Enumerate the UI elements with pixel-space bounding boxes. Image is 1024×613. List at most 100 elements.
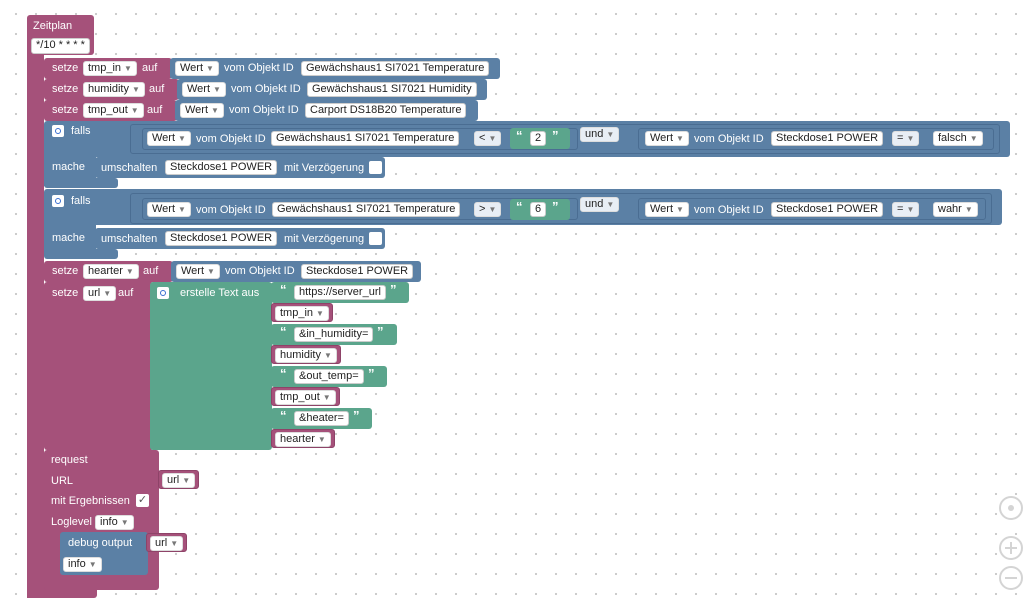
- variable-block[interactable]: hearter▼: [271, 429, 335, 448]
- operator-dropdown[interactable]: >▼: [474, 202, 502, 217]
- text-literal-field[interactable]: https://server_url: [294, 285, 386, 300]
- quote-icon: ”: [353, 408, 360, 423]
- operator-dropdown[interactable]: =▼: [892, 131, 920, 146]
- mutator-gear-icon[interactable]: [157, 287, 169, 299]
- number-field[interactable]: 6: [530, 202, 547, 217]
- variable-dropdown[interactable]: hearter▼: [275, 432, 331, 447]
- operator-dropdown[interactable]: =▼: [892, 202, 920, 217]
- request-label: request: [51, 454, 88, 466]
- mutator-gear-icon[interactable]: [52, 195, 64, 207]
- to-label: auf: [118, 287, 134, 299]
- variable-block[interactable]: tmp_in▼: [271, 303, 333, 322]
- variable-block[interactable]: tmp_out▼: [271, 387, 340, 406]
- attribute-dropdown[interactable]: Wert▼: [182, 82, 226, 97]
- text-literal-field[interactable]: &in_humidity=: [294, 327, 374, 342]
- attribute-dropdown[interactable]: Wert▼: [175, 61, 219, 76]
- attribute-dropdown[interactable]: Wert▼: [147, 202, 191, 217]
- variable-dropdown[interactable]: tmp_in▼: [275, 306, 329, 321]
- object-id-field[interactable]: Carport DS18B20 Temperature: [305, 103, 467, 118]
- set-variable-block[interactable]: [44, 282, 154, 450]
- object-id-label: vom Objekt ID: [694, 204, 764, 216]
- variable-dropdown[interactable]: hearter▼: [83, 264, 139, 279]
- quote-icon: “: [280, 282, 287, 297]
- object-id-field[interactable]: Gewächshaus1 SI7021 Temperature: [272, 202, 461, 217]
- logic-operator-dropdown[interactable]: und▼: [580, 127, 620, 142]
- to-label: auf: [149, 83, 165, 95]
- to-label: auf: [147, 104, 163, 116]
- schedule-spine: [27, 50, 44, 598]
- quote-icon: “: [280, 408, 287, 423]
- variable-dropdown[interactable]: url▼: [83, 286, 117, 301]
- variable-block[interactable]: url▼: [146, 533, 188, 552]
- object-id-field[interactable]: Gewächshaus1 SI7021 Humidity: [307, 82, 477, 97]
- attribute-dropdown[interactable]: Wert▼: [147, 131, 191, 146]
- object-id-label: vom Objekt ID: [196, 204, 266, 216]
- loglevel-dropdown[interactable]: info▼: [95, 515, 134, 530]
- object-id-field[interactable]: Steckdose1 POWER: [771, 202, 884, 217]
- recenter-icon[interactable]: [999, 496, 1023, 520]
- text-literal-field[interactable]: &out_temp=: [294, 369, 364, 384]
- with-results-label: mit Ergebnissen: [51, 495, 130, 507]
- attribute-dropdown[interactable]: Wert▼: [180, 103, 224, 118]
- object-id-label: vom Objekt ID: [196, 133, 266, 145]
- with-results-checkbox[interactable]: ✓: [136, 494, 149, 507]
- to-label: auf: [143, 265, 159, 277]
- schedule-title: Zeitplan: [33, 20, 73, 32]
- object-id-label: vom Objekt ID: [225, 265, 295, 277]
- variable-dropdown[interactable]: humidity▼: [83, 82, 145, 97]
- quote-icon: “: [280, 324, 287, 339]
- object-id-label: vom Objekt ID: [231, 83, 301, 95]
- object-id-label: vom Objekt ID: [694, 133, 764, 145]
- variable-dropdown[interactable]: humidity▼: [275, 348, 337, 363]
- quote-icon: “: [516, 199, 523, 214]
- object-id-field[interactable]: Steckdose1 POWER: [771, 131, 884, 146]
- variable-dropdown[interactable]: tmp_in▼: [83, 61, 137, 76]
- quote-icon: ”: [390, 282, 397, 297]
- zoom-in-icon[interactable]: [999, 536, 1023, 560]
- delay-label: mit Verzögerung: [284, 162, 365, 174]
- attribute-dropdown[interactable]: Wert▼: [645, 202, 689, 217]
- variable-dropdown[interactable]: url▼: [150, 536, 184, 551]
- delay-checkbox[interactable]: [369, 161, 382, 174]
- quote-icon: ”: [377, 324, 384, 339]
- quote-icon: “: [280, 366, 287, 381]
- text-join-block[interactable]: [150, 282, 272, 450]
- url-label: URL: [51, 475, 74, 487]
- variable-block[interactable]: url▼: [158, 470, 200, 489]
- object-id-field[interactable]: Steckdose1 POWER: [165, 160, 278, 175]
- cron-field[interactable]: */10 * * * *: [31, 38, 90, 54]
- set-label: setze: [52, 104, 79, 116]
- do-label: mache: [52, 161, 86, 173]
- text-literal-field[interactable]: &heater=: [294, 411, 349, 426]
- object-id-field[interactable]: Gewächshaus1 SI7021 Temperature: [301, 61, 490, 76]
- operator-dropdown[interactable]: <▼: [474, 131, 502, 146]
- object-id-label: vom Objekt ID: [224, 62, 294, 74]
- set-label: setze: [52, 83, 79, 95]
- object-id-field[interactable]: Steckdose1 POWER: [301, 264, 414, 279]
- debug-level-dropdown[interactable]: info▼: [63, 557, 102, 572]
- object-id-label: vom Objekt ID: [229, 104, 299, 116]
- boolean-dropdown[interactable]: falsch▼: [933, 131, 983, 146]
- object-id-field[interactable]: Steckdose1 POWER: [165, 231, 278, 246]
- variable-dropdown[interactable]: tmp_out▼: [275, 390, 336, 405]
- debug-output-label: debug output: [68, 537, 133, 549]
- attribute-dropdown[interactable]: Wert▼: [176, 264, 220, 279]
- quote-icon: ”: [552, 128, 559, 143]
- attribute-dropdown[interactable]: Wert▼: [645, 131, 689, 146]
- quote-icon: “: [516, 128, 523, 143]
- boolean-dropdown[interactable]: wahr▼: [933, 202, 978, 217]
- variable-block[interactable]: humidity▼: [271, 345, 341, 364]
- set-label: setze: [52, 265, 79, 277]
- zoom-out-icon[interactable]: [999, 566, 1023, 590]
- delay-checkbox[interactable]: [369, 232, 382, 245]
- if-label: falls: [71, 125, 91, 137]
- mutator-gear-icon[interactable]: [52, 125, 64, 137]
- quote-icon: ”: [552, 199, 559, 214]
- object-id-field[interactable]: Gewächshaus1 SI7021 Temperature: [271, 131, 460, 146]
- text-join-label: erstelle Text aus: [180, 287, 260, 299]
- logic-operator-dropdown[interactable]: und▼: [580, 197, 620, 212]
- if-block-footer: [44, 249, 118, 259]
- number-field[interactable]: 2: [530, 131, 547, 146]
- variable-dropdown[interactable]: url▼: [162, 473, 196, 488]
- variable-dropdown[interactable]: tmp_out▼: [83, 103, 144, 118]
